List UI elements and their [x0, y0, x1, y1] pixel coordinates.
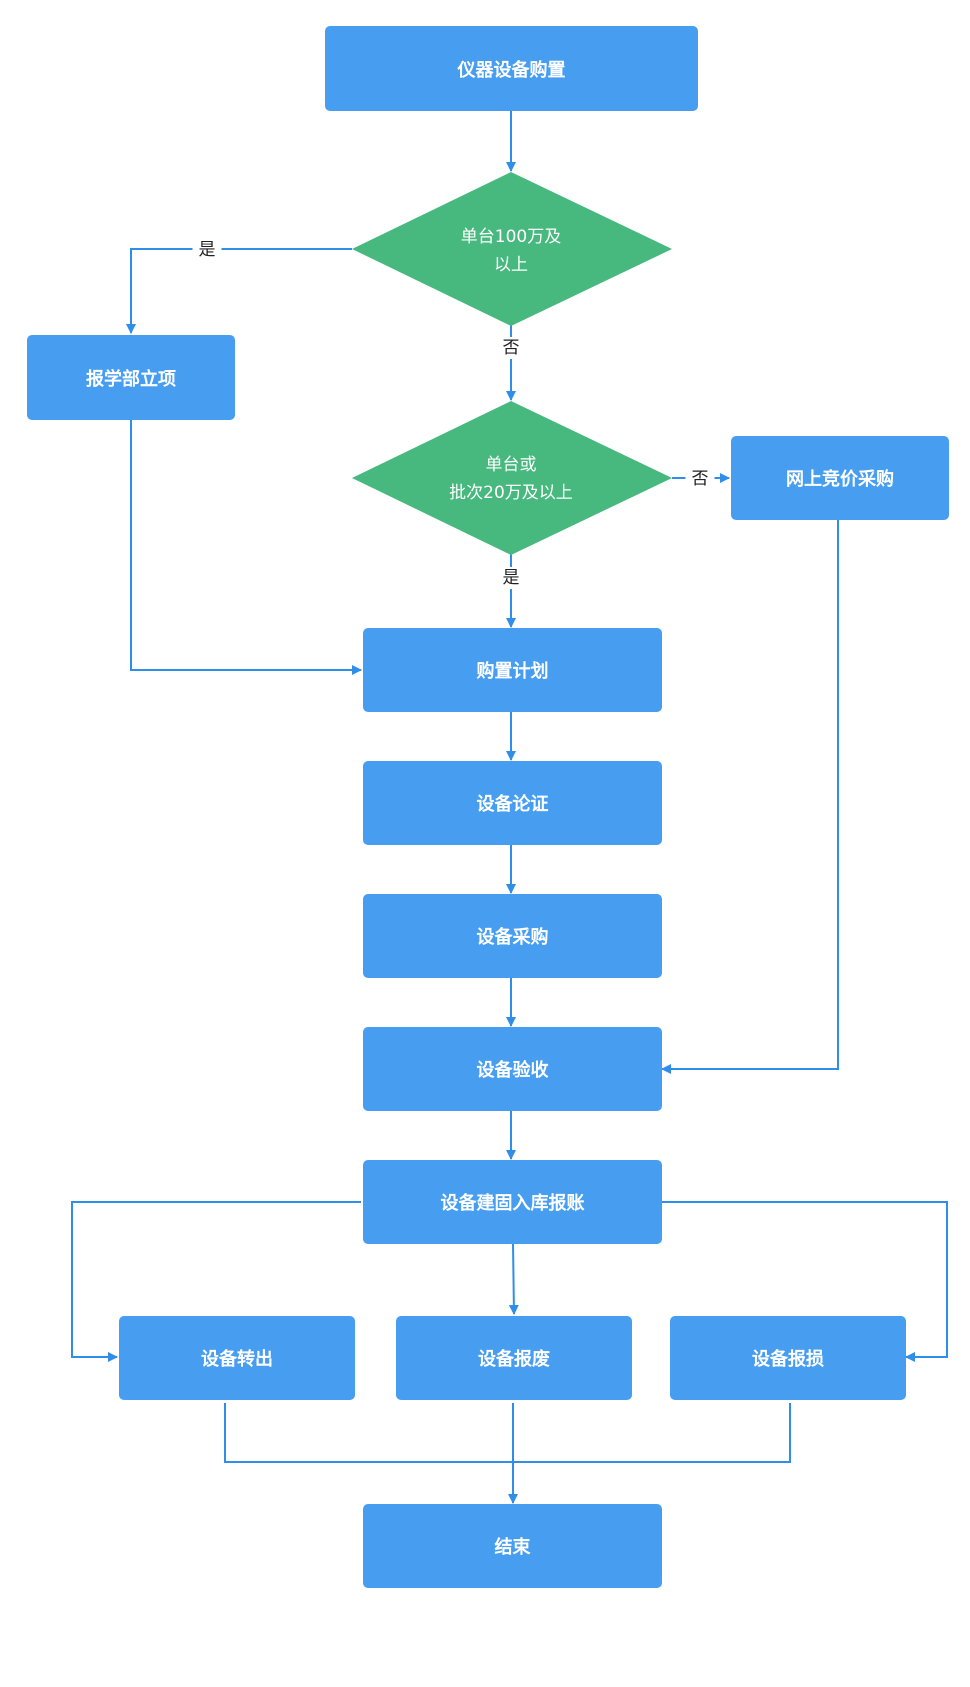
decision1-line2: 以上 [493, 255, 528, 275]
online-label: 网上竞价采购 [786, 469, 894, 490]
edge-report-to-plan [130, 418, 362, 675]
transfer-box: 设备转出 [119, 1316, 355, 1400]
edge-label-d1-no: 否 [496, 337, 526, 359]
end-label: 结束 [494, 1537, 531, 1558]
decision2-text: 单台或 批次20万及以上 [449, 451, 573, 507]
edge-label-d2-yes: 是 [496, 567, 526, 589]
demonstrate-box: 设备论证 [363, 761, 662, 845]
damage-box: 设备报损 [670, 1316, 906, 1400]
accept-label: 设备验收 [476, 1060, 549, 1081]
edge-register-to-damage [662, 1201, 948, 1362]
edge-transfer-merge [224, 1403, 791, 1463]
plan-box: 购置计划 [363, 628, 662, 712]
decision1-diamond [352, 172, 672, 326]
edge-online-to-accept [661, 520, 839, 1074]
scrap-box: 设备报废 [396, 1316, 632, 1400]
report-box: 报学部立项 [27, 335, 235, 420]
register-box: 设备建固入库报账 [363, 1160, 662, 1244]
decision2-diamond [352, 401, 672, 555]
edge-label-d1-yes: 是 [192, 239, 222, 261]
edge-label-d2-no: 否 [685, 468, 715, 490]
damage-label: 设备报损 [752, 1349, 824, 1370]
accept-box: 设备验收 [363, 1027, 662, 1111]
scrap-label: 设备报废 [478, 1349, 550, 1370]
start-label: 仪器设备购置 [457, 59, 566, 81]
edge-d1-yes [126, 248, 352, 334]
decision2-line1: 单台或 [485, 455, 537, 475]
end-box: 结束 [363, 1504, 662, 1588]
register-label: 设备建固入库报账 [440, 1193, 585, 1214]
decision1-text: 单台100万及 以上 [461, 223, 561, 279]
demonstrate-label: 设备论证 [476, 794, 549, 815]
edge-register-to-transfer [71, 1201, 361, 1362]
transfer-label: 设备转出 [201, 1349, 273, 1370]
purchase-box: 设备采购 [363, 894, 662, 978]
plan-label: 购置计划 [476, 661, 549, 682]
decision2-line2: 批次20万及以上 [449, 483, 573, 503]
online-box: 网上竞价采购 [731, 436, 949, 520]
decision1-line1: 单台100万及 [460, 227, 562, 247]
edge-register-to-scrap [508, 1243, 519, 1315]
report-label: 报学部立项 [86, 368, 176, 390]
purchase-label: 设备采购 [476, 927, 549, 948]
start-box: 仪器设备购置 [325, 26, 698, 111]
